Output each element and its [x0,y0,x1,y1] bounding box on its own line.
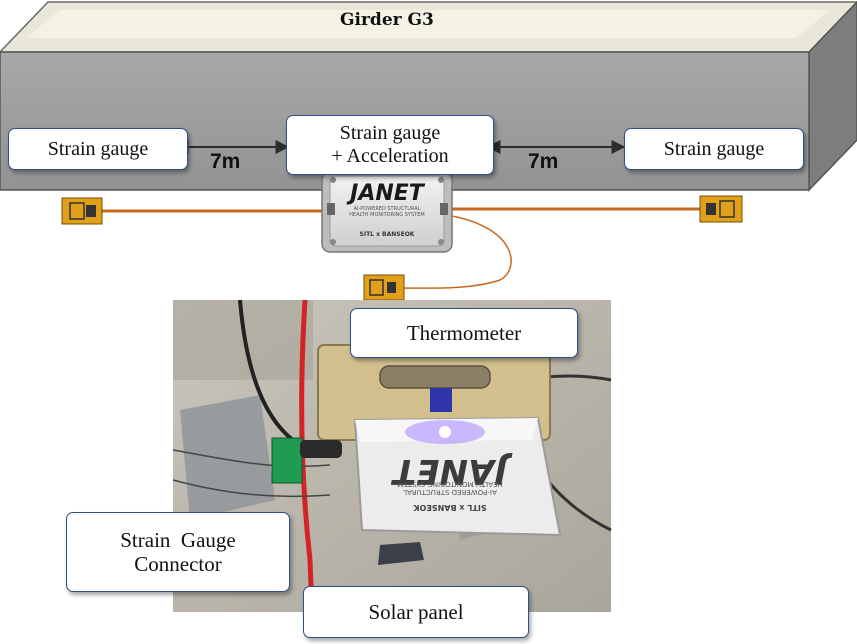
strain-gauge-left-text: Strain gauge [47,137,149,160]
thermometer-text: Thermometer [406,320,522,345]
strain-gauge-right-label: Strain gauge [624,128,804,170]
strain-gauge-center-line1: Strain gauge [339,122,441,144]
wire-thermo [399,213,512,289]
device-subtitle-1: AI-POWERED STRUCTURAL [354,206,421,212]
photo-device-brand: JANET [390,451,513,491]
device-maker: SITL x BANSEOK [360,231,415,238]
strain-gauge-center-line2: + Acceleration [331,145,449,167]
strain-gauge-right-text: Strain gauge [663,137,765,160]
solar-panel-label: Solar panel [303,586,529,638]
strain-gauge-left-label: Strain gauge [8,128,188,170]
connector-line1: Strain Gauge [120,527,236,552]
photo-device-subtitle-2: HEALTH MONITORING SYSTEM [397,480,503,488]
thermometer-label: Thermometer [350,308,578,358]
distance-left-label: 7m [210,150,241,173]
solar-panel-text: Solar panel [368,599,464,624]
strain-gauge-sensor-right-icon [699,195,743,223]
device-subtitle-2: HEALTH MONITORING SYSTEM [349,212,424,218]
photo-device-maker: SITL x BANSEOK [413,503,487,512]
strain-gauge-sensor-left-icon [61,197,103,225]
connector-line2: Connector [134,552,222,576]
device-brand: JANET [346,181,426,206]
girder-title: Girder G3 [340,10,434,30]
distance-right-label: 7m [528,150,559,173]
strain-gauge-acceleration-label: Strain gauge + Acceleration [286,115,494,175]
strain-gauge-connector-label: Strain Gauge Connector [66,512,290,592]
strain-gauge-sensor-bottom-icon [363,274,405,301]
janet-device-icon [321,171,453,253]
photo-device-subtitle-1: AI-POWERED STRUCTURAL [403,488,497,496]
